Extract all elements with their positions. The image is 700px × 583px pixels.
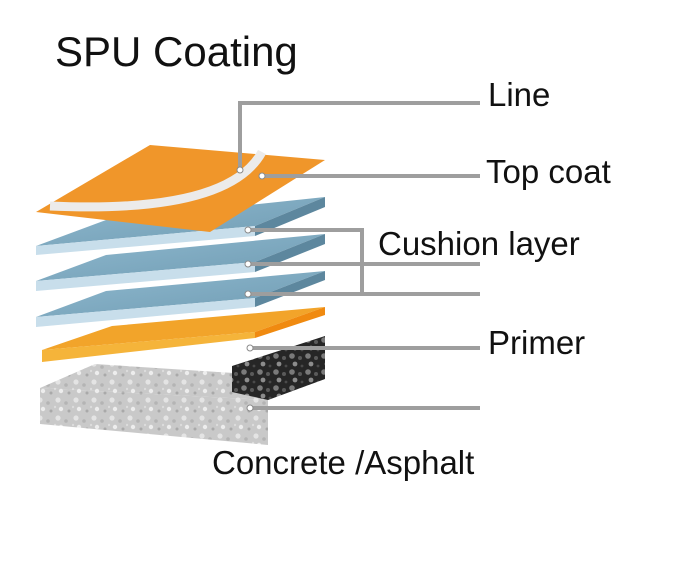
pointer-dot-substrate xyxy=(246,404,254,412)
label-cushion-layer: Cushion layer xyxy=(378,225,580,262)
primer-layer xyxy=(42,307,325,362)
pointer-dot-cushion-1 xyxy=(244,226,252,234)
cushion-3-front-edge xyxy=(36,298,255,327)
cushion-1-side-edge xyxy=(255,197,325,236)
substrate-block xyxy=(40,336,325,445)
line-marking xyxy=(49,149,266,212)
pointer-dot-primer xyxy=(246,344,254,352)
label-primer: Primer xyxy=(488,324,585,361)
primer-front-edge xyxy=(42,332,255,362)
cushion-3-top-face xyxy=(36,271,325,317)
diagram-title: SPU Coating xyxy=(55,28,298,75)
asphalt-side-face xyxy=(232,336,325,400)
cushion-3-side-edge xyxy=(255,271,325,307)
primer-top-face xyxy=(42,307,325,350)
label-line: Line xyxy=(488,76,550,113)
cushion-layer-3 xyxy=(36,271,325,327)
label-substrate: Concrete /Asphalt xyxy=(212,444,474,481)
cushion-2-front-edge xyxy=(36,262,255,291)
cushion-1-front-edge xyxy=(36,226,255,255)
pointer-dot-line xyxy=(236,166,244,174)
pointer-dot-top-coat xyxy=(258,172,266,180)
label-top-coat: Top coat xyxy=(486,153,611,190)
leader-cushion-1 xyxy=(248,228,364,294)
cushion-2-top-face xyxy=(36,234,325,281)
leader-lines xyxy=(236,101,480,412)
concrete-front-face xyxy=(40,388,268,445)
top-coat-layer xyxy=(36,145,325,232)
leader-line xyxy=(238,101,480,170)
pointer-dot-cushion-2 xyxy=(244,260,252,268)
primer-side-edge xyxy=(255,307,325,338)
pointer-dot-cushion-3 xyxy=(244,290,252,298)
